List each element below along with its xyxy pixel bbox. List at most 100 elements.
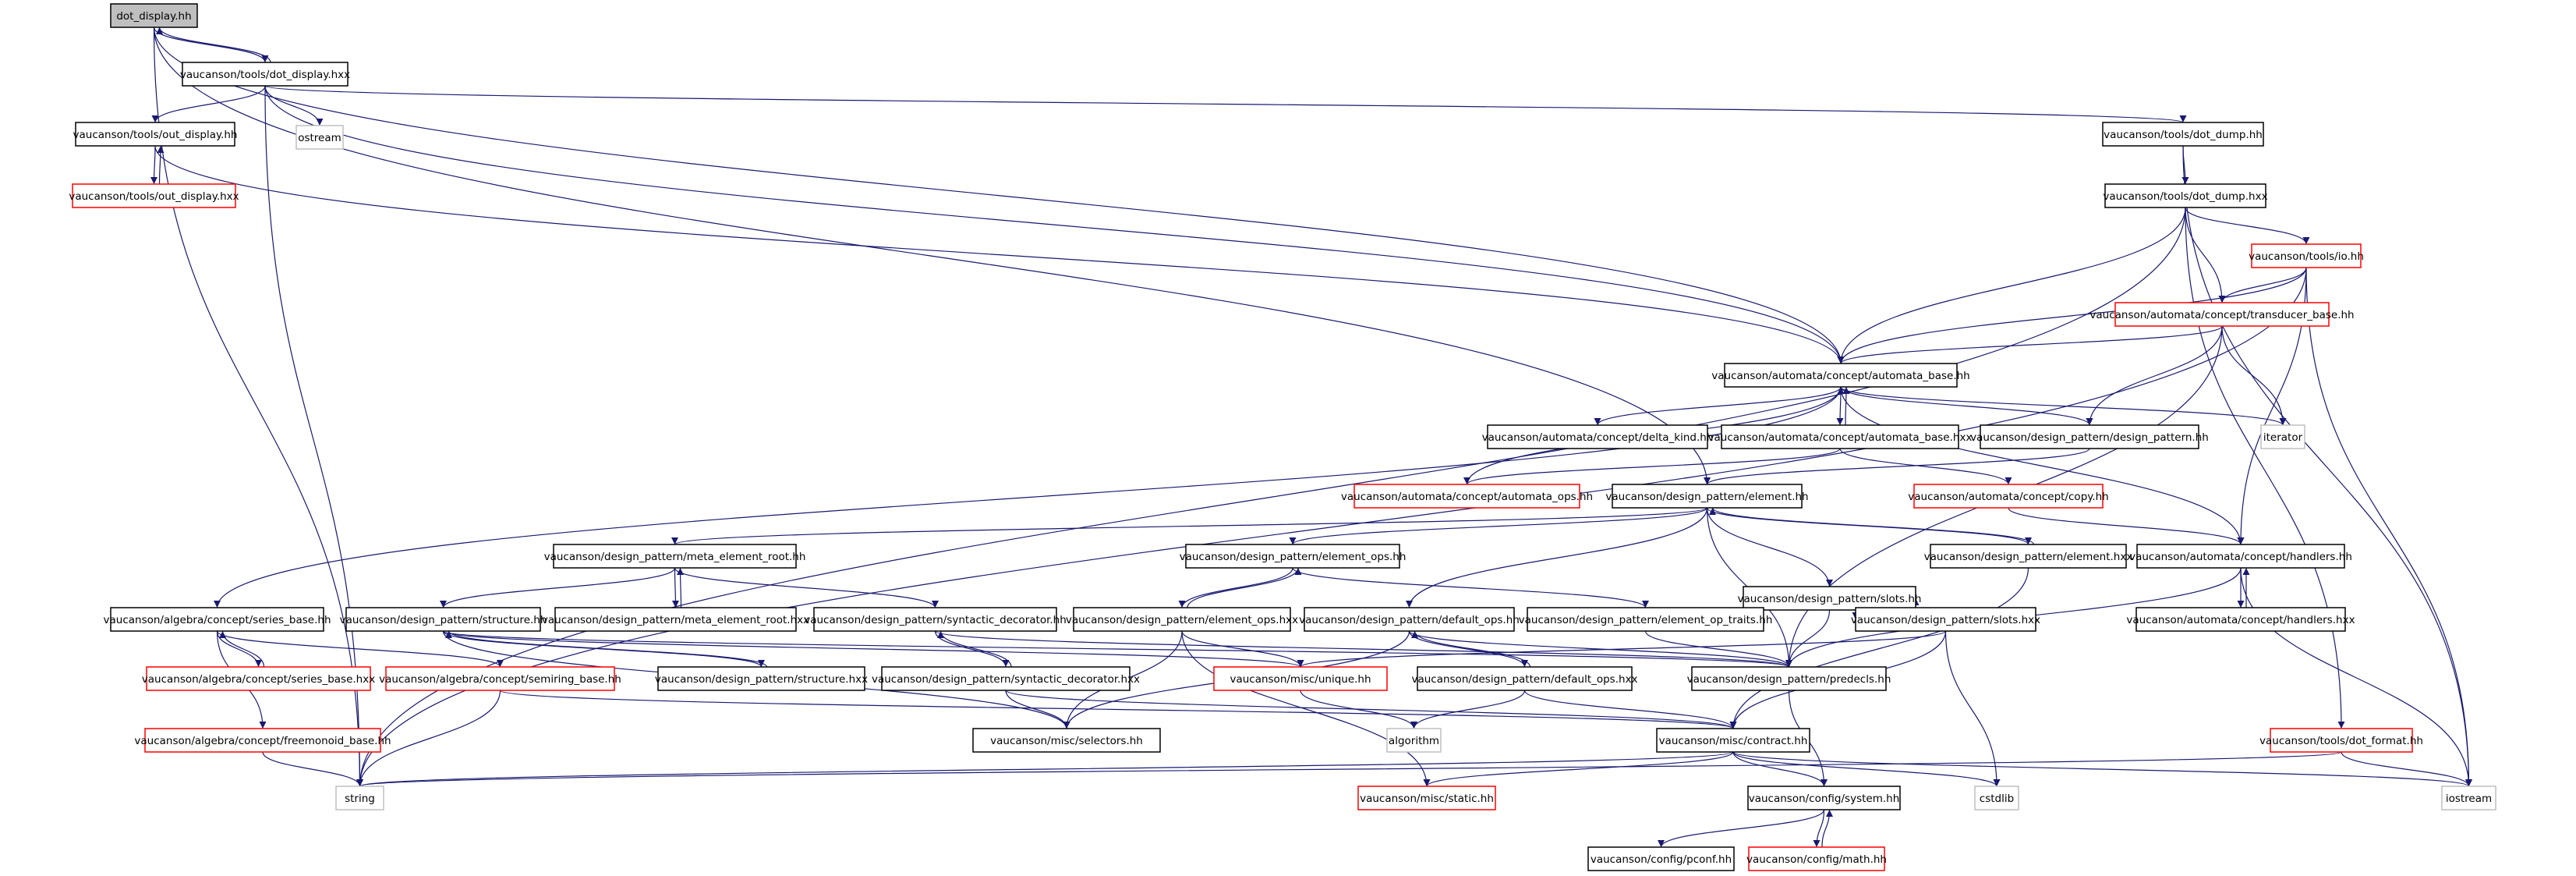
node-label: vaucanson/tools/dot_format.hh <box>2259 735 2423 747</box>
node-label: vaucanson/automata/concept/copy.hh <box>1908 491 2108 503</box>
node-vaucanson-automata-concept-automata-ops-hh[interactable]: vaucanson/automata/concept/automata_ops.… <box>1341 484 1593 509</box>
edge-vaucanson-misc-contract-hh-to-vaucanson-config-system-hh <box>1732 751 1828 787</box>
node-vaucanson-design-pattern-default-ops-hh[interactable]: vaucanson/design_pattern/default_ops.hh <box>1299 607 1520 632</box>
edge-vaucanson-misc-contract-hh-to-iostream <box>1732 751 2472 787</box>
node-vaucanson-automata-concept-transducer-base-hh[interactable]: vaucanson/automata/concept/transducer_ba… <box>2089 302 2355 327</box>
node-ostream[interactable]: ostream <box>295 125 344 150</box>
node-box <box>1724 363 1958 388</box>
node-vaucanson-design-pattern-element-op-traits-hh[interactable]: vaucanson/design_pattern/element_op_trai… <box>1519 607 1773 632</box>
node-vaucanson-design-pattern-default-ops-hxx[interactable]: vaucanson/design_pattern/default_ops.hxx <box>1411 666 1638 691</box>
node-box <box>1587 846 1735 871</box>
node-vaucanson-algebra-concept-series-base-hxx[interactable]: vaucanson/algebra/concept/series_base.hx… <box>142 666 375 691</box>
node-vaucanson-misc-unique-hh[interactable]: vaucanson/misc/unique.hh <box>1213 666 1388 691</box>
node-vaucanson-design-pattern-element-ops-hxx[interactable]: vaucanson/design_pattern/element_ops.hxx <box>1066 607 1298 632</box>
node-vaucanson-automata-concept-copy-hh[interactable]: vaucanson/automata/concept/copy.hh <box>1908 484 2109 509</box>
edge-vaucanson-tools-dot-dump-hxx-to-vaucanson-automata-concept-automata-base-hh <box>1837 207 2186 364</box>
node-vaucanson-misc-contract-hh[interactable]: vaucanson/misc/contract.hh <box>1656 728 1810 753</box>
node-vaucanson-design-pattern-structure-hxx[interactable]: vaucanson/design_pattern/structure.hxx <box>655 666 868 691</box>
node-box <box>657 666 865 691</box>
node-vaucanson-design-pattern-element-hxx[interactable]: vaucanson/design_pattern/element.hxx <box>1924 544 2133 569</box>
node-label: vaucanson/automata/concept/delta_kind.hh <box>1482 431 1714 444</box>
node-label: vaucanson/misc/selectors.hh <box>990 735 1143 747</box>
edge-vaucanson-design-pattern-element-ops-hh-to-vaucanson-design-pattern-element-op-traits-hh <box>1292 567 1649 608</box>
edge-vaucanson-automata-concept-transducer-base-hh-to-iterator <box>2221 325 2287 426</box>
edge-vaucanson-tools-out-display-hxx-to-vaucanson-tools-out-display-hh <box>157 145 165 185</box>
node-vaucanson-algebra-concept-semiring-base-hh[interactable]: vaucanson/algebra/concept/semiring_base.… <box>379 666 621 691</box>
node-box <box>1748 846 1885 871</box>
node-box <box>1213 666 1388 691</box>
node-label: vaucanson/design_pattern/element_ops.hxx <box>1066 614 1298 626</box>
node-vaucanson-design-pattern-meta-element-root-hxx[interactable]: vaucanson/design_pattern/meta_element_ro… <box>542 607 809 632</box>
node-vaucanson-automata-concept-automata-base-hxx[interactable]: vaucanson/automata/concept/automata_base… <box>1708 424 1973 449</box>
edge-vaucanson-tools-out-display-hh-to-vaucanson-tools-out-display-hxx <box>150 145 158 185</box>
node-label: vaucanson/algebra/concept/freemonoid_bas… <box>134 735 391 747</box>
node-label: vaucanson/automata/concept/handlers.hxx <box>2126 614 2355 626</box>
node-box <box>1527 607 1764 632</box>
edge-vaucanson-automata-concept-transducer-base-hh-to-vaucanson-design-pattern-design-pattern-hh <box>2086 325 2223 426</box>
node-box <box>881 666 1131 691</box>
node-dot-display-hh[interactable]: dot_display.hh <box>110 3 198 28</box>
node-vaucanson-automata-concept-handlers-hxx[interactable]: vaucanson/automata/concept/handlers.hxx <box>2126 607 2355 632</box>
node-vaucanson-config-pconf-hh[interactable]: vaucanson/config/pconf.hh <box>1587 846 1735 871</box>
edge-vaucanson-automata-concept-automata-base-hxx-to-vaucanson-automata-concept-automata-ops-hh <box>1463 448 1841 485</box>
node-box <box>553 544 797 569</box>
node-vaucanson-design-pattern-syntactic-decorator-hxx[interactable]: vaucanson/design_pattern/syntactic_decor… <box>872 666 1140 691</box>
node-string[interactable]: string <box>335 786 384 810</box>
node-vaucanson-tools-dot-format-hh[interactable]: vaucanson/tools/dot_format.hh <box>2259 728 2423 753</box>
node-label: iterator <box>2263 431 2303 444</box>
edge-vaucanson-design-pattern-default-ops-hh-to-vaucanson-design-pattern-predecls-hh <box>1408 630 1792 668</box>
node-box <box>1357 786 1496 810</box>
node-vaucanson-algebra-concept-freemonoid-base-hh[interactable]: vaucanson/algebra/concept/freemonoid_bas… <box>134 728 391 753</box>
node-vaucanson-automata-concept-automata-base-hh[interactable]: vaucanson/automata/concept/automata_base… <box>1711 363 1970 388</box>
edge-dot-display-hh-to-vaucanson-design-pattern-element-hh <box>153 27 1711 485</box>
node-vaucanson-design-pattern-syntactic-decorator-hh[interactable]: vaucanson/design_pattern/syntactic_decor… <box>804 607 1067 632</box>
node-vaucanson-design-pattern-element-hh[interactable]: vaucanson/design_pattern/element.hh <box>1605 484 1809 509</box>
node-vaucanson-automata-concept-handlers-hh[interactable]: vaucanson/automata/concept/handlers.hh <box>2129 544 2352 569</box>
node-label: vaucanson/tools/out_display.hxx <box>69 190 239 203</box>
edge-vaucanson-design-pattern-element-hh-to-vaucanson-design-pattern-default-ops-hh <box>1406 507 1708 608</box>
edge-vaucanson-tools-io-hh-to-vaucanson-automata-concept-automata-base-hh <box>1837 267 2307 364</box>
edge-vaucanson-design-pattern-slots-hxx-to-vaucanson-misc-unique-hh <box>1297 630 1947 668</box>
node-box <box>1185 544 1400 569</box>
node-vaucanson-algebra-concept-series-base-hh[interactable]: vaucanson/algebra/concept/series_base.hh <box>104 607 331 632</box>
node-label: vaucanson/design_pattern/syntactic_decor… <box>804 614 1067 626</box>
node-label: vaucanson/automata/concept/automata_ops.… <box>1341 491 1593 503</box>
node-box <box>1353 484 1580 509</box>
node-vaucanson-misc-selectors-hh[interactable]: vaucanson/misc/selectors.hh <box>972 728 1161 753</box>
node-cstdlib[interactable]: cstdlib <box>1974 786 2019 810</box>
node-vaucanson-tools-dot-display-hxx[interactable]: vaucanson/tools/dot_display.hxx <box>180 62 350 87</box>
edge-vaucanson-design-pattern-default-ops-hxx-to-vaucanson-misc-contract-hh <box>1523 690 1737 729</box>
edge-vaucanson-algebra-concept-semiring-base-hh-to-string <box>356 690 501 787</box>
node-box <box>2114 302 2330 327</box>
node-vaucanson-tools-out-display-hxx[interactable]: vaucanson/tools/out_display.hxx <box>69 183 239 208</box>
node-algorithm[interactable]: algorithm <box>1386 728 1442 753</box>
edge-vaucanson-automata-concept-automata-base-hxx-to-vaucanson-automata-concept-automata-base-hh <box>1842 386 1850 426</box>
node-vaucanson-design-pattern-structure-hh[interactable]: vaucanson/design_pattern/structure.hh <box>340 607 547 632</box>
node-iostream[interactable]: iostream <box>2441 786 2496 810</box>
node-iterator[interactable]: iterator <box>2260 424 2305 449</box>
node-vaucanson-automata-concept-delta-kind-hh[interactable]: vaucanson/automata/concept/delta_kind.hh <box>1482 424 1714 449</box>
node-vaucanson-tools-out-display-hh[interactable]: vaucanson/tools/out_display.hh <box>73 122 238 147</box>
node-label: vaucanson/design_pattern/syntactic_decor… <box>872 673 1140 686</box>
node-vaucanson-design-pattern-slots-hxx[interactable]: vaucanson/design_pattern/slots.hxx <box>1851 607 2040 632</box>
node-box <box>1855 607 2036 632</box>
edge-vaucanson-design-pattern-default-ops-hh-to-vaucanson-design-pattern-default-ops-hxx <box>1408 630 1528 668</box>
edge-vaucanson-automata-concept-automata-base-hh-to-vaucanson-automata-concept-automata-base-hxx <box>1836 386 1844 426</box>
node-vaucanson-config-system-hh[interactable]: vaucanson/config/system.hh <box>1747 786 1901 810</box>
edge-vaucanson-algebra-concept-series-base-hh-to-vaucanson-algebra-concept-semiring-base-hh <box>216 630 504 668</box>
node-vaucanson-tools-dot-dump-hh[interactable]: vaucanson/tools/dot_dump.hh <box>2102 122 2264 147</box>
node-vaucanson-design-pattern-element-ops-hh[interactable]: vaucanson/design_pattern/element_ops.hh <box>1180 544 1407 569</box>
node-label: vaucanson/design_pattern/slots.hh <box>1738 593 1922 605</box>
node-vaucanson-tools-io-hh[interactable]: vaucanson/tools/io.hh <box>2249 243 2364 268</box>
node-vaucanson-design-pattern-slots-hh[interactable]: vaucanson/design_pattern/slots.hh <box>1738 586 1922 611</box>
node-label: vaucanson/design_pattern/element.hh <box>1605 491 1808 503</box>
node-vaucanson-design-pattern-predecls-hh[interactable]: vaucanson/design_pattern/predecls.hh <box>1687 666 1891 691</box>
node-vaucanson-design-pattern-meta-element-root-hh[interactable]: vaucanson/design_pattern/meta_element_ro… <box>544 544 806 569</box>
node-vaucanson-tools-dot-dump-hxx[interactable]: vaucanson/tools/dot_dump.hxx <box>2103 183 2268 208</box>
node-box <box>1930 544 2127 569</box>
node-vaucanson-misc-static-hh[interactable]: vaucanson/misc/static.hh <box>1357 786 1496 810</box>
node-vaucanson-config-math-hh[interactable]: vaucanson/config/math.hh <box>1746 846 1887 871</box>
node-vaucanson-design-pattern-design-pattern-hh[interactable]: vaucanson/design_pattern/design_pattern.… <box>1970 424 2209 449</box>
node-label: vaucanson/config/pconf.hh <box>1591 853 1732 866</box>
node-box <box>1304 607 1515 632</box>
